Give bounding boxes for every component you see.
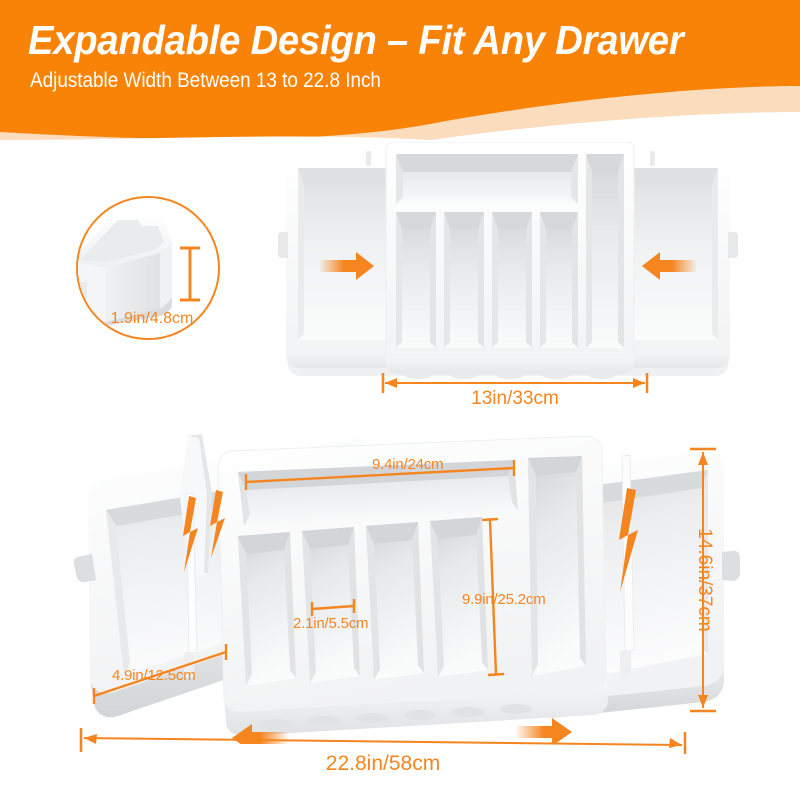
dimension-arrow-expanded-width: [79, 728, 687, 754]
page-subtitle: Adjustable Width Between 13 to 22.8 Inch: [30, 69, 381, 92]
wing-width-label: 4.9in/12.5cm: [112, 667, 196, 684]
collapse-arrow-right: [642, 252, 696, 280]
dimension-inner-depth: [481, 517, 505, 677]
inner-slot-width-label: 2.1in/5.5cm: [293, 615, 369, 632]
page-title: Expandable Design – Fit Any Drawer: [28, 17, 684, 63]
cutlery-tray-expanded: [62, 424, 742, 744]
dimension-expanded-width: 22.8in/58cm: [78, 726, 688, 788]
expanded-height-label: 14.6in/37cm: [694, 528, 715, 632]
inset-dimension-bracket: [180, 246, 200, 302]
tray-collapsed-illustration: [278, 142, 738, 379]
slide-rail-left: [183, 492, 198, 678]
lightning-bolt-icon-left-inner: [210, 490, 225, 558]
inset-circle-outline: [76, 196, 220, 340]
collapsed-width-label: 13in/33cm: [471, 388, 559, 409]
header-banner: Expandable Design – Fit Any Drawer Adjus…: [0, 0, 800, 140]
expand-arrow-right: [516, 718, 572, 744]
detail-inset-callout: 1.9in/4.8cm: [76, 196, 224, 344]
collapse-arrow-left: [320, 252, 374, 280]
dimension-inner-long-slot: [244, 460, 516, 490]
dimension-expanded-height: 14.6in/37cm: [676, 446, 732, 714]
dimension-wing-width: [92, 644, 228, 704]
inner-depth-label: 9.9in/25.2cm: [462, 591, 546, 608]
tray-corner-closeup-illustration: [78, 212, 200, 326]
inner-long-slot-label: 9.4in/24cm: [372, 456, 444, 473]
expanded-width-label: 22.8in/58cm: [325, 752, 441, 775]
dimension-inner-slot-width: [310, 599, 356, 616]
tray-expanded-illustration: [73, 434, 740, 744]
inset-dimension-label: 1.9in/4.8cm: [110, 310, 194, 327]
dimension-arrow-expanded-height: [690, 447, 716, 713]
slide-rail-right: [619, 454, 638, 678]
lightning-bolt-icon: [183, 496, 198, 572]
dimension-arrow-collapsed-width: [381, 373, 649, 393]
header-background-wave: [0, 0, 800, 140]
dimension-collapsed-width: 13in/33cm: [380, 372, 650, 418]
lightning-bolt-icon: [619, 488, 638, 592]
cutlery-tray-collapsed: [278, 142, 738, 387]
